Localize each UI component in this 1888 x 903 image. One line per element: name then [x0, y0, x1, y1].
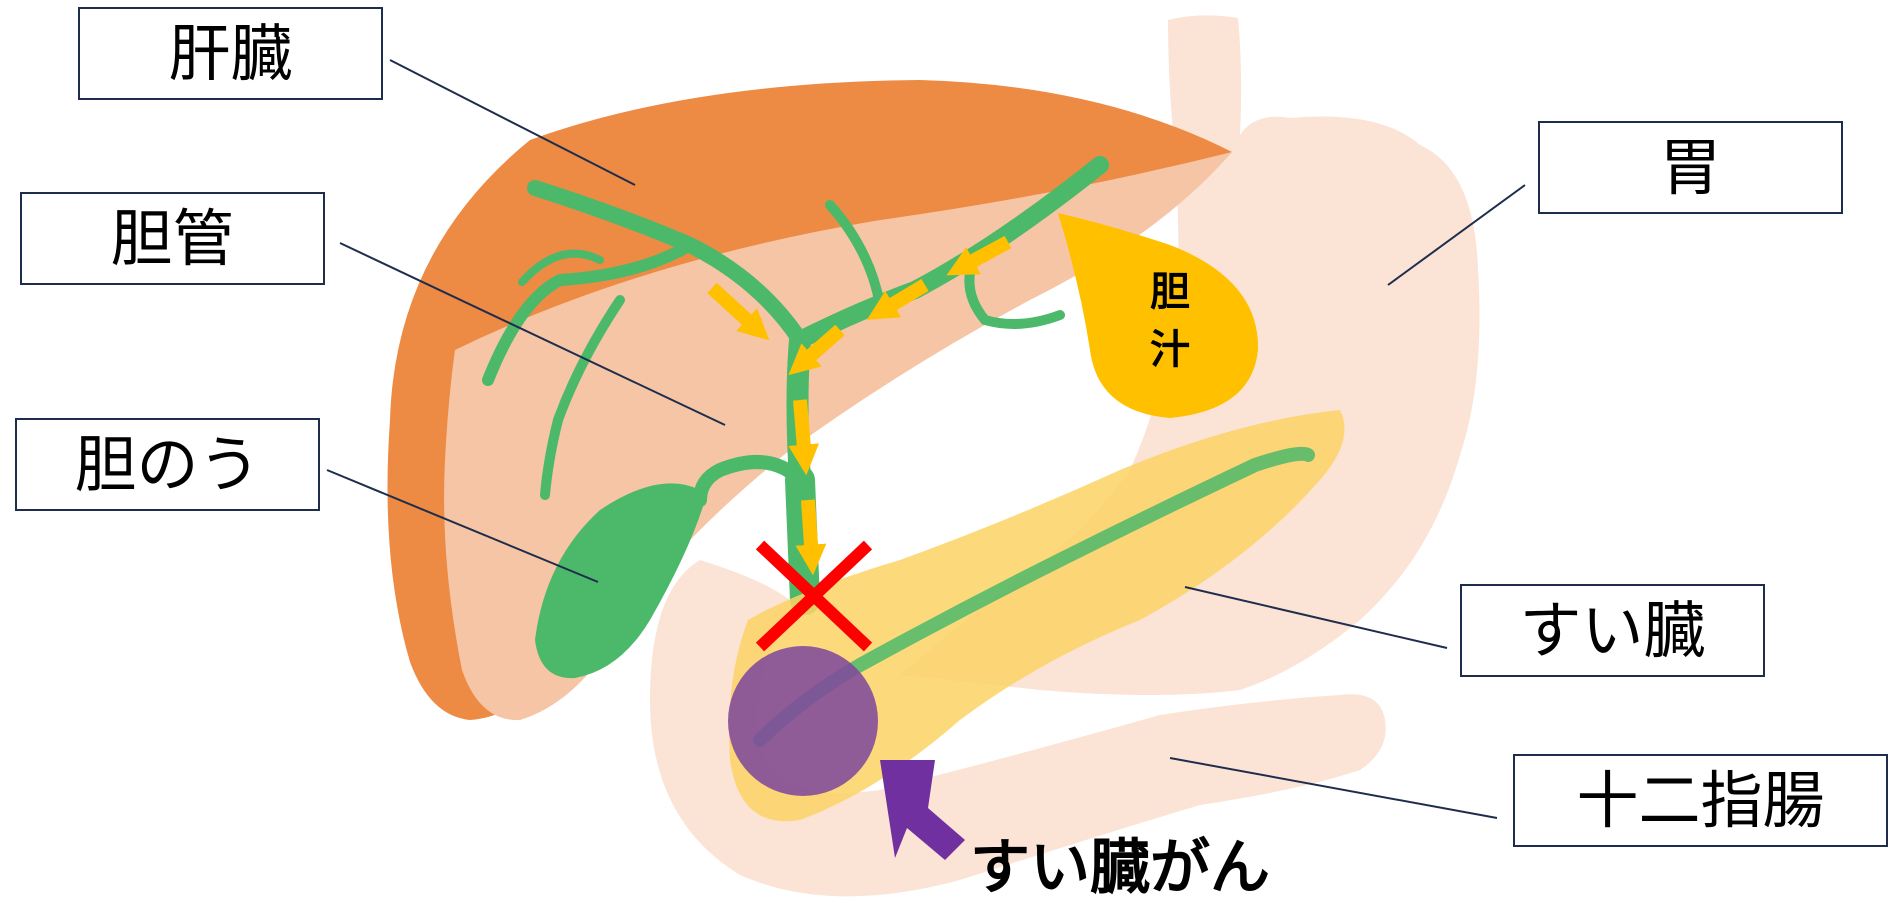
label-bile-duct: 胆管: [20, 192, 325, 285]
label-liver: 肝臓: [78, 7, 383, 100]
label-gallbladder: 胆のう: [15, 418, 320, 511]
label-liver-text: 肝臓: [168, 23, 292, 85]
label-stomach: 胃: [1538, 121, 1843, 214]
bile-flow-arrow-icon: [808, 500, 812, 560]
label-stomach-text: 胃: [1659, 137, 1721, 199]
label-gallbladder-text: 胆のう: [74, 434, 260, 496]
label-duodenum: 十二指腸: [1513, 754, 1888, 847]
label-pancreas: すい臓: [1460, 584, 1765, 677]
bile-flow-arrow-icon: [800, 400, 805, 460]
tumor-mass: [728, 646, 878, 796]
caption-pancreatic-cancer: すい臓がん: [970, 838, 1270, 898]
label-bile-duct-text: 胆管: [110, 208, 234, 270]
bile-text-line1: 胆: [1150, 269, 1190, 315]
bile-text-line2: 汁: [1150, 327, 1190, 373]
label-pancreas-text: すい臓: [1519, 600, 1705, 662]
label-duodenum-text: 十二指腸: [1576, 770, 1824, 832]
